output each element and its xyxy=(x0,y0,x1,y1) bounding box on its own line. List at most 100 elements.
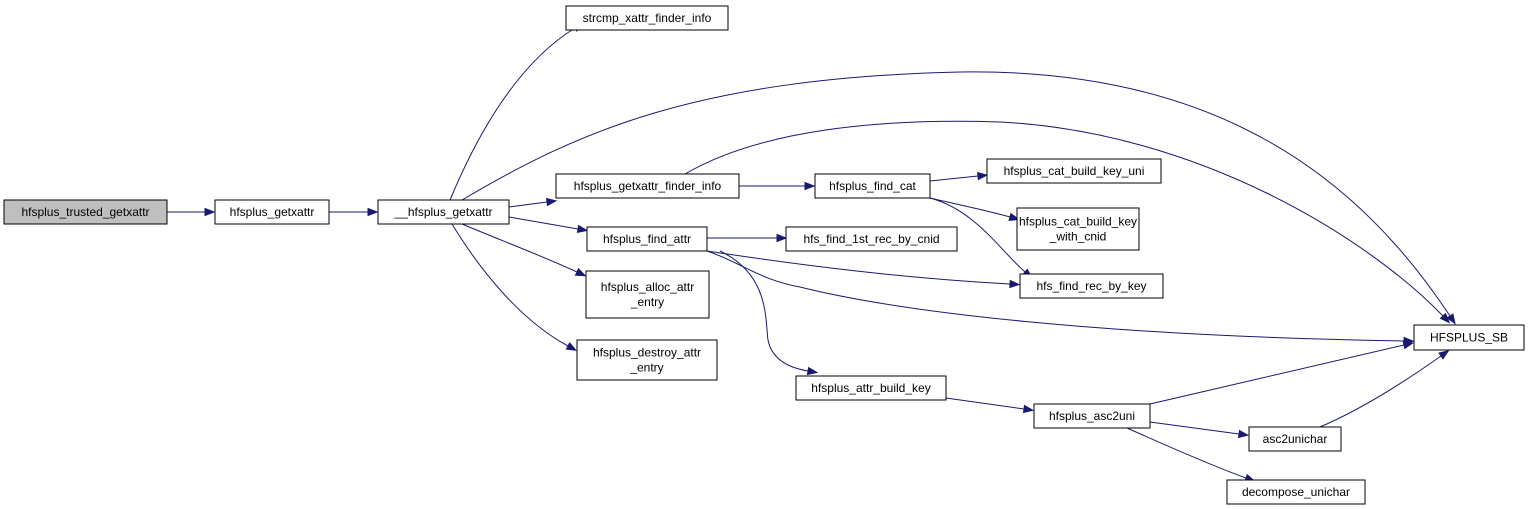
edge-line xyxy=(449,27,576,201)
arrowhead xyxy=(1008,212,1021,221)
node-decompose[interactable]: decompose_unichar xyxy=(1226,479,1366,505)
arrowhead xyxy=(204,207,216,217)
arrowhead xyxy=(576,224,589,234)
arrowhead xyxy=(1438,350,1450,360)
edge-__getxattr-to-find_attr xyxy=(508,216,589,234)
node-box xyxy=(1248,426,1342,452)
edge-line xyxy=(929,197,1011,218)
node-box xyxy=(1226,479,1366,505)
node-find-cat[interactable]: hfsplus_find_cat xyxy=(814,173,931,199)
node-label: hfsplus_cat_build_key xyxy=(1019,215,1137,229)
edge-line xyxy=(508,201,548,208)
node-asc2unichar[interactable]: asc2unichar xyxy=(1248,426,1342,452)
node-find-1st[interactable]: hfs_find_1st_rec_by_cnid xyxy=(785,226,958,252)
node-label: hfsplus_destroy_attr xyxy=(593,346,701,360)
edge-root-to-getxattr xyxy=(167,207,216,217)
node-find-attr[interactable]: hfsplus_find_attr xyxy=(586,226,708,252)
node-box xyxy=(1019,273,1164,299)
node---getxattr[interactable]: __hfsplus_getxattr xyxy=(377,199,510,225)
edge-asc2uni-to-hfsplus_sb xyxy=(1149,340,1415,405)
node-label: hfsplus_cat_build_key_uni xyxy=(1004,164,1145,178)
node-box xyxy=(585,270,710,319)
edge-line xyxy=(1126,427,1247,479)
arrowhead xyxy=(1237,429,1250,439)
nodes: hfsplus_trusted_getxattr hfsplus_getxattr… xyxy=(3,5,1525,505)
arrowhead xyxy=(1402,340,1415,350)
node-label: hfsplus_find_attr xyxy=(603,232,691,246)
node-box xyxy=(377,199,510,225)
edge-line xyxy=(706,250,1011,285)
node-box xyxy=(1033,403,1151,429)
node-box xyxy=(214,199,330,225)
edge-line xyxy=(1149,344,1405,405)
node-cat-build-key-uni[interactable]: hfsplus_cat_build_key_uni xyxy=(986,158,1162,184)
edge-find_attr-to-find_rec_by_key xyxy=(706,250,1021,289)
edge-find_attr-to-attr_build_key xyxy=(719,250,819,376)
edge-line xyxy=(1319,355,1442,428)
node-label: hfsplus_trusted_getxattr xyxy=(21,205,149,219)
node-box xyxy=(814,173,931,199)
node-alloc-attr[interactable]: hfsplus_alloc_attr_entry xyxy=(585,270,710,319)
edge-line xyxy=(461,223,578,273)
node-label: hfs_find_1st_rec_by_cnid xyxy=(803,232,939,246)
edge-__getxattr-to-strcmp xyxy=(449,22,584,201)
node-label: hfsplus_attr_build_key xyxy=(811,381,930,395)
edge-asc2unichar-to-hfsplus_sb xyxy=(1319,350,1450,428)
node-destroy-attr[interactable]: hfsplus_destroy_attr_entry xyxy=(576,339,718,381)
arrowhead xyxy=(1022,404,1035,414)
edge-find_cat-to-cat_build_key_cnid xyxy=(929,197,1021,221)
node-label: strcmp_xattr_finder_info xyxy=(583,11,712,25)
edge-__getxattr-to-alloc_attr xyxy=(461,223,587,277)
node-strcmp[interactable]: strcmp_xattr_finder_info xyxy=(565,5,729,31)
node-root[interactable]: hfsplus_trusted_getxattr xyxy=(3,199,168,225)
arrowhead xyxy=(545,197,558,207)
node-box xyxy=(785,226,958,252)
arrowhead xyxy=(367,207,379,217)
arrowhead xyxy=(1009,279,1021,289)
node-asc2uni[interactable]: hfsplus_asc2uni xyxy=(1033,403,1151,429)
node-box xyxy=(986,158,1162,184)
edge-line xyxy=(451,223,569,347)
node-label: _entry xyxy=(630,295,664,309)
node-hfsplus-sb[interactable]: HFSPLUS_SB xyxy=(1413,324,1525,351)
node-attr-build-key[interactable]: hfsplus_attr_build_key xyxy=(795,375,947,401)
node-label: asc2unichar xyxy=(1263,432,1328,446)
node-label: hfsplus_getxattr xyxy=(230,205,315,219)
node-label: hfsplus_find_cat xyxy=(829,179,916,193)
node-box xyxy=(795,375,947,401)
node-finder-info[interactable]: hfsplus_getxattr_finder_info xyxy=(555,173,740,199)
edge-line xyxy=(684,120,1444,317)
arrowhead xyxy=(806,366,819,376)
edge-line xyxy=(945,397,1025,410)
node-box xyxy=(555,173,740,199)
node-find-rec-by-key[interactable]: hfs_find_rec_by_key xyxy=(1019,273,1164,299)
arrowhead xyxy=(1439,312,1451,324)
node-label: hfsplus_getxattr_finder_info xyxy=(574,179,722,193)
edge-getxattr-to-__getxattr xyxy=(329,207,379,217)
edges xyxy=(167,22,1456,482)
node-cat-build-key-cnid[interactable]: hfsplus_cat_build_key_with_cnid xyxy=(1016,207,1140,251)
edge-find_attr-to-find_1st xyxy=(707,233,788,243)
node-label: hfs_find_rec_by_key xyxy=(1036,279,1146,293)
edge-find_cat-to-cat_build_key_uni xyxy=(929,171,989,182)
node-box xyxy=(3,199,168,225)
node-box xyxy=(586,226,708,252)
edge-finder_info-to-find_cat xyxy=(739,181,816,191)
arrowhead xyxy=(1446,313,1456,325)
node-label: _entry xyxy=(629,361,663,375)
edge-line xyxy=(1149,421,1240,435)
edge-line xyxy=(929,197,1026,273)
edge-__getxattr-to-hfsplus_sb xyxy=(461,71,1456,325)
node-label: hfsplus_alloc_attr xyxy=(601,280,694,294)
node-label: decompose_unichar xyxy=(1242,485,1350,499)
node-label: _with_cnid xyxy=(1049,230,1107,244)
edge-line xyxy=(929,175,979,182)
arrowhead xyxy=(565,342,578,351)
node-box xyxy=(576,339,718,381)
edge-asc2uni-to-asc2unichar xyxy=(1149,421,1250,439)
node-box xyxy=(565,5,729,31)
node-box xyxy=(1016,207,1140,251)
node-getxattr[interactable]: hfsplus_getxattr xyxy=(214,199,330,225)
edge-line xyxy=(706,250,1405,342)
